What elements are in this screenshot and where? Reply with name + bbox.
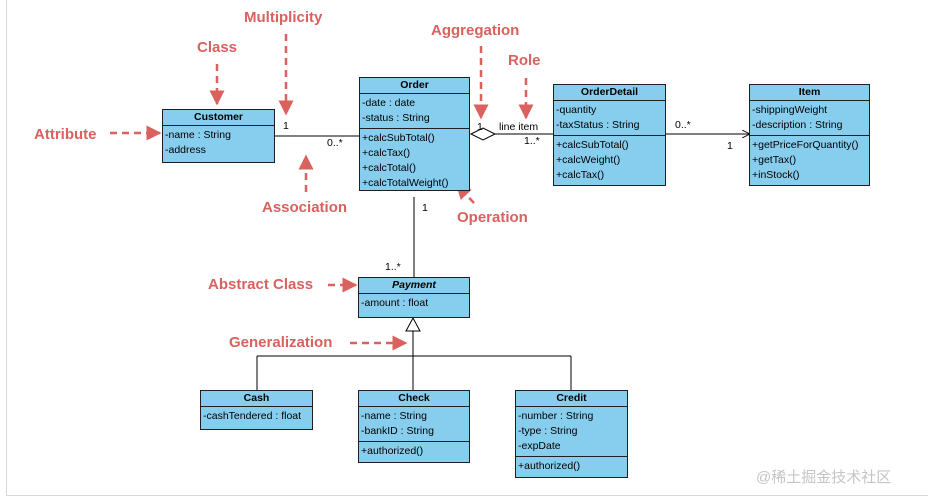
attribute-section: -amount : float [359,294,469,313]
attribute-section: -name : String -bankID : String [359,407,469,442]
mult-order-payment-from: 1 [422,202,428,214]
attribute: -name : String [165,129,231,141]
attribute: -description : String [752,119,843,131]
attribute: -name : String [361,410,427,422]
mult-detail-item-from: 0..* [675,119,691,131]
role-label: line item [499,121,539,133]
attribute: -date : date [362,97,416,109]
attribute: -expDate [518,440,561,452]
class-name: Payment [359,278,469,294]
class-customer: Customer -name : String -address [162,109,275,163]
operation: +calcTotal() [362,162,416,174]
class-order: Order -date : date -status : String +cal… [359,77,470,191]
label-aggregation: Aggregation [431,22,520,39]
generalization-triangle [405,316,421,332]
attribute: -amount : float [361,297,429,309]
label-abstract-class: Abstract Class [208,276,314,293]
operation-section: +calcSubTotal() +calcTax() +calcTotal() … [360,129,469,193]
class-cash: Cash -cashTendered : float [200,390,313,430]
operation: +calcTotalWeight() [362,177,449,189]
arrow-operation [455,183,475,204]
attribute: -number : String [518,410,594,422]
operation: +calcTax() [362,147,411,159]
class-payment: Payment -amount : float [358,277,470,318]
operation: +calcWeight() [556,154,621,166]
mult-orderdetail-end: 1..* [524,135,540,147]
attribute: -shippingWeight [752,104,828,116]
attribute: -bankID : String [361,425,434,437]
class-name: Item [750,85,869,101]
diagram-frame [6,0,928,496]
attribute: -type : String [518,425,578,437]
label-attribute: Attribute [34,126,97,143]
aggregation-diamond [469,127,497,141]
label-operation: Operation [457,209,528,226]
attribute: -cashTendered : float [203,410,302,422]
attribute-section: -name : String -address [163,126,274,160]
class-name: Check [359,391,469,407]
operation: +authorized() [361,445,424,457]
operation-section: +authorized() [359,442,469,461]
class-check: Check -name : String -bankID : String +a… [358,390,470,463]
class-name: Customer [163,110,274,126]
label-association: Association [262,199,348,216]
label-generalization: Generalization [229,334,333,351]
operation: +calcTax() [556,169,605,181]
attribute: -status : String [362,112,430,124]
attribute: -address [165,144,206,156]
label-class: Class [197,39,238,56]
operation: +calcSubTotal() [362,132,435,144]
label-multiplicity: Multiplicity [244,9,323,26]
label-role: Role [508,52,541,69]
attribute-section: -shippingWeight -description : String [750,101,869,136]
mult-order-payment-to: 1..* [385,261,401,273]
attribute-section: -number : String -type : String -expDate [516,407,627,457]
class-name: OrderDetail [554,85,665,101]
watermark: @稀土掘金技术社区 [756,469,892,486]
attribute: -taxStatus : String [556,119,640,131]
attribute-section: -cashTendered : float [201,407,312,426]
operation: +getTax() [752,154,797,166]
class-item: Item -shippingWeight -description : Stri… [749,84,870,186]
attribute-section: -quantity -taxStatus : String [554,101,665,136]
operation-section: +authorized() [516,457,627,476]
mult-order-end: 0..* [327,137,343,149]
mult-customer-end: 1 [283,120,289,132]
operation: +inStock() [752,169,800,181]
operation: +authorized() [518,460,581,472]
class-name: Order [360,78,469,94]
attribute: -quantity [556,104,597,116]
mult-detail-item-to: 1 [727,140,733,152]
class-name: Credit [516,391,627,407]
operation-section: +getPriceForQuantity() +getTax() +inStoc… [750,136,869,185]
operation: +calcSubTotal() [556,139,629,151]
class-credit: Credit -number : String -type : String -… [515,390,628,478]
class-orderdetail: OrderDetail -quantity -taxStatus : Strin… [553,84,666,186]
attribute-section: -date : date -status : String [360,94,469,129]
operation: +getPriceForQuantity() [752,139,859,151]
operation-section: +calcSubTotal() +calcWeight() +calcTax() [554,136,665,185]
mult-order-agg-end: 1 [477,121,483,133]
class-name: Cash [201,391,312,407]
